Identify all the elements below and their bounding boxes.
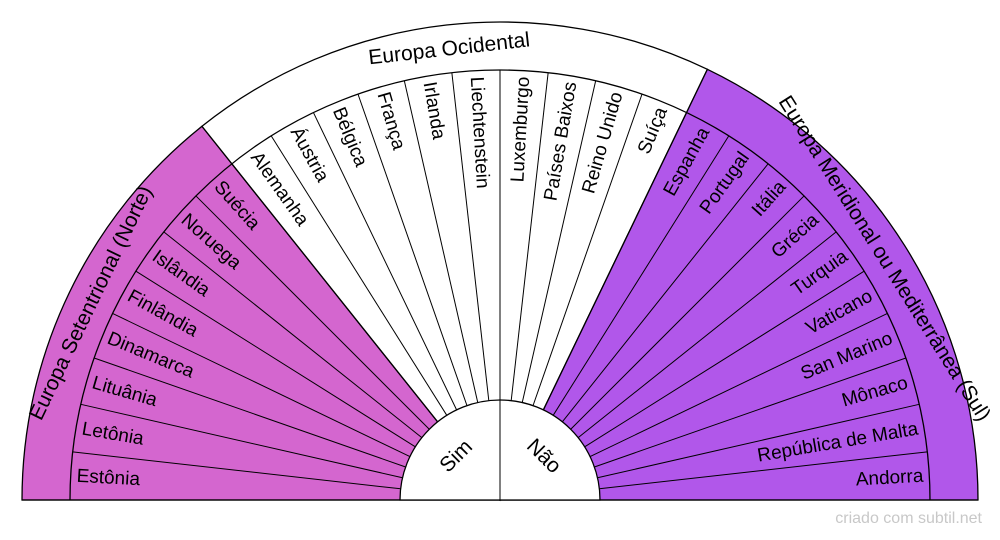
item-label: Estônia [76, 466, 141, 491]
spoke-line [510, 72, 549, 401]
spoke-line [163, 231, 423, 439]
footer-credit: criado com subtil.net [835, 510, 982, 527]
spoke-line [403, 80, 479, 403]
spoke-line [584, 270, 865, 448]
spoke-line [577, 231, 837, 439]
spoke-line [521, 80, 597, 403]
spoke-line [532, 93, 643, 406]
item-label: Andorra [855, 466, 924, 491]
section-0-background [21, 125, 502, 501]
spoke-line [231, 163, 439, 423]
spoke-line [589, 312, 888, 458]
spoke-line [542, 112, 688, 411]
section-1-background [201, 21, 709, 502]
spoke-line [80, 403, 403, 479]
spoke-line [357, 93, 468, 406]
spoke-line [93, 357, 406, 468]
spoke-line [552, 135, 730, 416]
spoke-line [594, 357, 907, 468]
spoke-line [195, 195, 430, 430]
spoke-line [312, 112, 458, 411]
spoke-line [597, 403, 920, 479]
spoke-line [270, 135, 448, 416]
spoke-line [72, 451, 401, 490]
spoke-line [599, 451, 928, 490]
section-2-background [498, 68, 979, 501]
spoke-line [570, 195, 805, 430]
spoke-line [561, 163, 769, 423]
spoke-line [135, 270, 416, 448]
spoke-line [112, 312, 411, 458]
spoke-line [451, 72, 490, 401]
